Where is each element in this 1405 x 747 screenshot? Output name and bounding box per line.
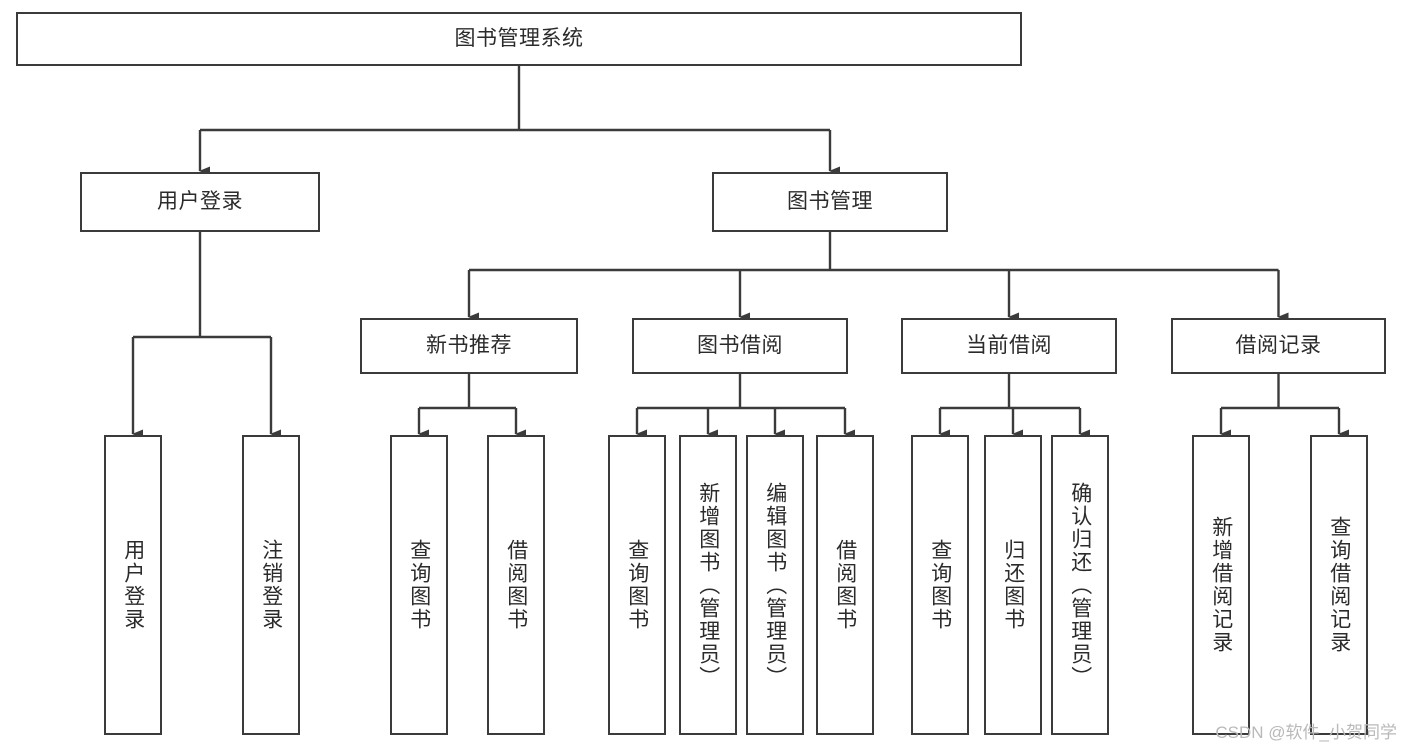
leaf-node-label: 借阅图书 <box>504 539 528 631</box>
node-level3-borrow-record-label: 借阅记录 <box>1235 334 1322 358</box>
node-level3-current-borrow-label: 当前借阅 <box>966 334 1052 358</box>
node-root[interactable]: 图书管理系统 <box>16 12 1022 66</box>
node-level2-user-login[interactable]: 用户登录 <box>80 172 320 232</box>
leaf-node-label: 查询图书 <box>407 539 431 631</box>
node-level3-new-book-recommend-label: 新书推荐 <box>426 334 512 358</box>
leaf-node-label: 编辑图书（管理员） <box>763 481 787 689</box>
node-level3-current-borrow[interactable]: 当前借阅 <box>901 318 1117 374</box>
leaf-node-label: 新增图书（管理员） <box>696 481 720 689</box>
leaf-node-label: 确认归还（管理员） <box>1068 481 1092 689</box>
leaf-node-label: 查询图书 <box>928 539 952 631</box>
leaf-node-label: 新增借阅记录 <box>1209 516 1233 654</box>
leaf-node-label: 注销登录 <box>259 539 283 631</box>
node-root-label: 图书管理系统 <box>454 27 584 51</box>
leaf-node[interactable]: 查询图书 <box>608 435 666 735</box>
leaf-node-label: 归还图书 <box>1001 539 1025 631</box>
leaf-node[interactable]: 新增借阅记录 <box>1192 435 1250 735</box>
leaf-node-label: 借阅图书 <box>833 539 857 631</box>
leaf-node-label: 查询图书 <box>625 539 649 631</box>
leaf-node[interactable]: 用户登录 <box>104 435 162 735</box>
node-level3-borrow-record[interactable]: 借阅记录 <box>1171 318 1386 374</box>
node-level2-user-login-label: 用户登录 <box>157 190 243 214</box>
leaf-node[interactable]: 借阅图书 <box>816 435 874 735</box>
leaf-node[interactable]: 查询借阅记录 <box>1310 435 1368 735</box>
node-level3-new-book-recommend[interactable]: 新书推荐 <box>360 318 578 374</box>
leaf-node[interactable]: 归还图书 <box>984 435 1042 735</box>
leaf-node[interactable]: 查询图书 <box>390 435 448 735</box>
leaf-node[interactable]: 注销登录 <box>242 435 300 735</box>
leaf-node[interactable]: 查询图书 <box>911 435 969 735</box>
leaf-node[interactable]: 借阅图书 <box>487 435 545 735</box>
leaf-node[interactable]: 新增图书（管理员） <box>679 435 737 735</box>
node-level3-book-borrow[interactable]: 图书借阅 <box>632 318 848 374</box>
leaf-node-label: 查询借阅记录 <box>1327 516 1351 654</box>
node-level2-book-management-label: 图书管理 <box>787 190 873 214</box>
node-level2-book-management[interactable]: 图书管理 <box>712 172 948 232</box>
leaf-node[interactable]: 编辑图书（管理员） <box>746 435 804 735</box>
csdn-watermark: CSDN @软件_小贺同学 <box>1215 723 1397 742</box>
leaf-node[interactable]: 确认归还（管理员） <box>1051 435 1109 735</box>
leaf-node-label: 用户登录 <box>121 539 145 631</box>
node-level3-book-borrow-label: 图书借阅 <box>697 334 783 358</box>
